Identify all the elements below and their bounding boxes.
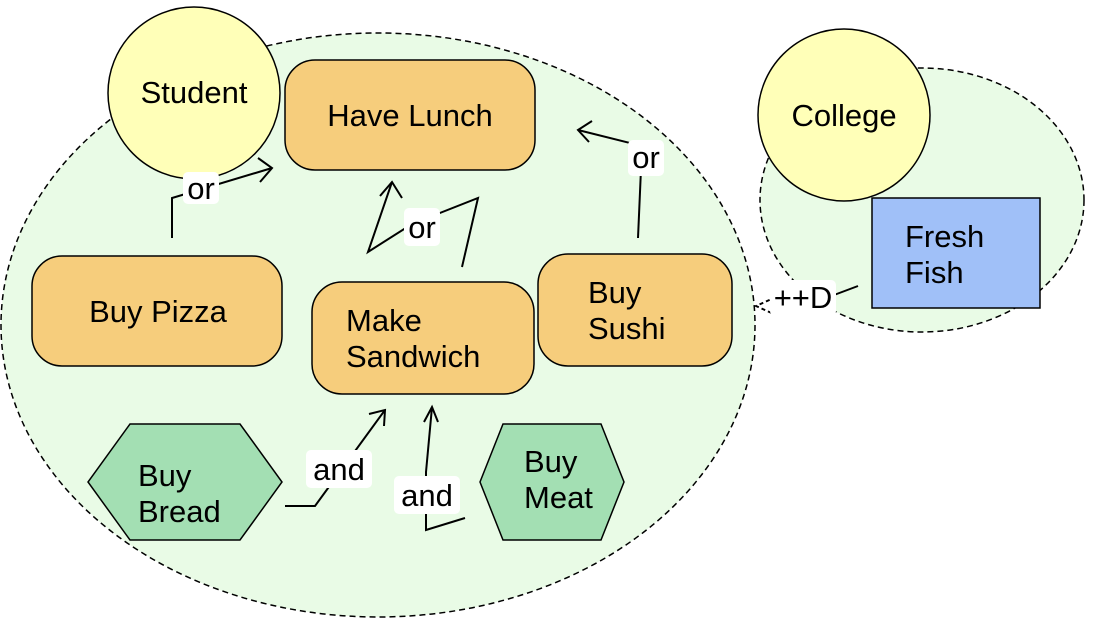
goal-buy-pizza-label: Buy Pizza xyxy=(89,294,228,329)
link-label-meat: and xyxy=(394,476,460,514)
goal-have-lunch[interactable]: Have Lunch xyxy=(284,59,536,171)
link-label-sushi: or xyxy=(628,140,664,176)
actor-student[interactable]: Student xyxy=(107,6,281,180)
link-label-pizza: or xyxy=(183,171,219,206)
goal-have-lunch-label: Have Lunch xyxy=(327,98,492,133)
goal-buy-sushi[interactable]: Buy Sushi xyxy=(537,253,733,367)
link-label-pizza-text: or xyxy=(187,171,215,206)
goal-make-sandwich-line-2: Sandwich xyxy=(346,339,480,374)
link-label-meat-text: and xyxy=(401,478,453,513)
link-label-bread-text: and xyxy=(313,452,365,487)
resource-buy-meat-line-2: Meat xyxy=(524,480,593,515)
resource-buy-bread[interactable]: Buy Bread xyxy=(87,423,283,541)
link-label-bread: and xyxy=(306,450,372,488)
actor-student-label: Student xyxy=(141,75,248,110)
link-fish-to-sushi[interactable] xyxy=(753,285,859,316)
goal-make-sandwich-line-1: Make xyxy=(346,303,422,338)
resource-buy-bread-line-1: Buy xyxy=(138,458,192,493)
link-label-sandwich-text: or xyxy=(408,210,436,245)
link-label-sandwich: or xyxy=(404,208,440,246)
link-label-fish-text: ++D xyxy=(774,280,833,315)
actor-college[interactable]: College xyxy=(757,28,931,202)
link-pizza-to-lunch[interactable] xyxy=(171,157,274,238)
link-bread-to-sandwich[interactable] xyxy=(285,408,387,507)
actor-college-label: College xyxy=(791,98,896,133)
resource-fresh-fish-line-2: Fish xyxy=(905,255,964,290)
goal-buy-pizza[interactable]: Buy Pizza xyxy=(31,255,283,367)
link-label-sushi-text: or xyxy=(632,140,660,175)
link-label-fish: ++D xyxy=(770,280,836,316)
resource-fresh-fish[interactable]: Fresh Fish xyxy=(871,197,1041,309)
goal-make-sandwich[interactable]: Make Sandwich xyxy=(311,281,535,395)
resource-buy-meat-line-1: Buy xyxy=(524,444,578,479)
resource-buy-meat[interactable]: Buy Meat xyxy=(479,423,625,541)
resource-fresh-fish-line-1: Fresh xyxy=(905,219,984,254)
goal-buy-sushi-line-2: Sushi xyxy=(588,311,666,346)
resource-buy-bread-line-2: Bread xyxy=(138,494,221,529)
goal-buy-sushi-line-1: Buy xyxy=(588,275,642,310)
